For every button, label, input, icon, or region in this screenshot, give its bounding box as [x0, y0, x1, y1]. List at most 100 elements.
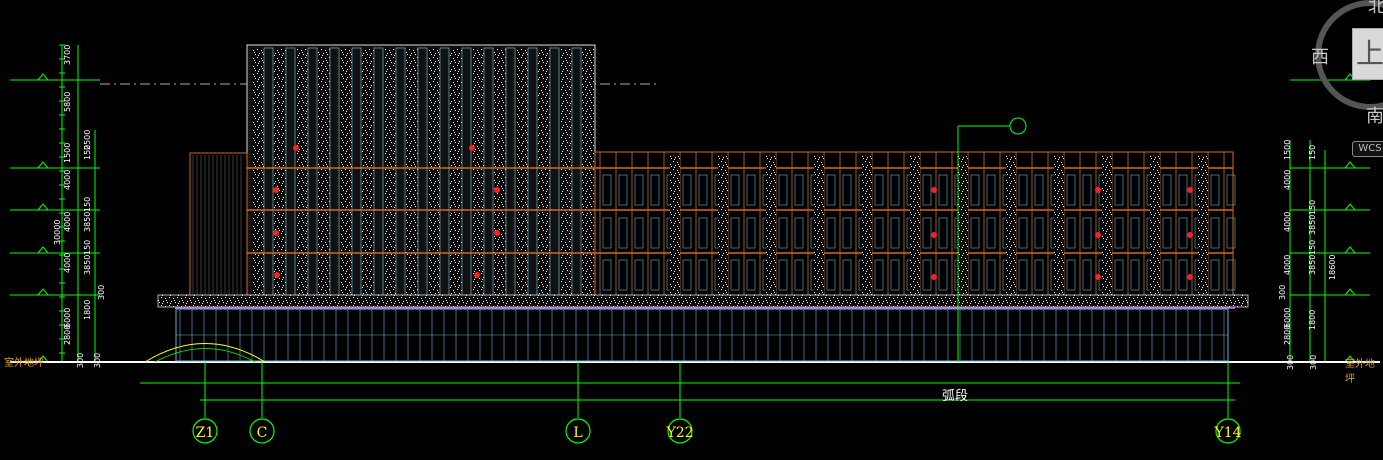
wing-speckle	[910, 155, 920, 295]
speckle-panel	[582, 48, 594, 296]
dim-text: 2800	[1283, 325, 1292, 345]
building-elevation	[10, 44, 1380, 363]
speckle-panel	[362, 48, 374, 296]
axis-label: C	[257, 425, 268, 441]
dim-text: 3850	[83, 212, 92, 232]
wing-window	[1114, 174, 1124, 206]
dim-total: 30000	[53, 220, 62, 245]
level-marker	[36, 203, 50, 211]
wing-speckle	[1102, 155, 1112, 295]
wing-window	[650, 174, 660, 206]
axis-bubble	[249, 418, 275, 444]
wing-window	[842, 174, 852, 206]
viewcube-north-label[interactable]: 北	[1368, 0, 1383, 17]
viewcube-south-label[interactable]: 南	[1366, 106, 1383, 127]
viewcube-west-label[interactable]: 西	[1311, 47, 1329, 68]
dim-total: 18600	[1328, 255, 1337, 280]
wing-speckle	[1054, 155, 1064, 295]
viewcube[interactable]	[1300, 0, 1383, 160]
speckle-panel	[538, 48, 550, 296]
wing-window	[1066, 259, 1076, 291]
wing-window	[778, 217, 788, 249]
wing-window	[986, 217, 996, 249]
wing-window	[842, 217, 852, 249]
marker-dot	[494, 230, 500, 236]
dim-text: 4000	[1283, 170, 1292, 190]
speckle-panel	[318, 48, 330, 296]
wing-window	[778, 174, 788, 206]
wing-window	[986, 259, 996, 291]
wing-window	[1082, 259, 1092, 291]
level-marker	[1343, 161, 1357, 169]
dim-text: 3850	[1308, 255, 1317, 275]
marker-dot	[1095, 232, 1101, 238]
level-marker	[1343, 203, 1357, 211]
speckle-panel	[384, 48, 396, 296]
viewcube-top-face[interactable]: 上	[1352, 28, 1383, 80]
marker-dot	[494, 187, 500, 193]
wcs-menu-button[interactable]: WCS	[1352, 141, 1383, 157]
wing-speckle	[1198, 155, 1208, 295]
wing-window	[730, 174, 740, 206]
wing-window	[746, 174, 756, 206]
wing-window	[682, 217, 692, 249]
wing-speckle	[670, 155, 680, 295]
wing-window	[1162, 259, 1172, 291]
wing-window	[730, 217, 740, 249]
dim-text: 6000	[63, 308, 72, 328]
dim-text: 150	[1308, 200, 1317, 215]
wing-speckle	[814, 155, 824, 295]
wing-window	[986, 174, 996, 206]
wing-window	[698, 259, 708, 291]
wing-window	[794, 217, 804, 249]
dim-text: 150	[83, 145, 92, 160]
dim-text: 300	[1286, 355, 1295, 370]
wing-window	[778, 259, 788, 291]
marker-dot	[273, 187, 279, 193]
wing-window	[1082, 217, 1092, 249]
speckle-panel	[560, 48, 572, 296]
wing-window	[1226, 259, 1236, 291]
dim-text: 300	[1278, 285, 1287, 300]
wing-window	[922, 174, 932, 206]
speckle-panel	[472, 48, 484, 296]
wing-window	[618, 259, 628, 291]
wing-window	[682, 259, 692, 291]
axis-bubble	[1215, 418, 1241, 444]
dim-text: 150	[83, 197, 92, 212]
wing-speckle	[1150, 155, 1160, 295]
wing-window	[1018, 174, 1028, 206]
level-marker	[36, 73, 50, 81]
dim-text: 1800	[1308, 310, 1317, 330]
dim-text: 3850	[83, 255, 92, 275]
wing-window	[1114, 259, 1124, 291]
level-marker	[36, 246, 50, 254]
marker-dot	[1095, 274, 1101, 280]
wing-window	[1210, 259, 1220, 291]
marker-dot	[931, 274, 937, 280]
wing-window	[1066, 217, 1076, 249]
dim-text: 3850	[1308, 215, 1317, 235]
speckle-panel	[494, 48, 506, 296]
wing-window	[922, 259, 932, 291]
level-marker	[36, 161, 50, 169]
wing-window	[938, 259, 948, 291]
dim-text: 300	[1309, 355, 1318, 370]
dim-text: 3700	[63, 45, 72, 65]
level-marker	[1343, 246, 1357, 254]
wing-window	[826, 217, 836, 249]
marker-dot	[1095, 187, 1101, 193]
wing-window	[1178, 259, 1188, 291]
dim-text: 4000	[63, 212, 72, 232]
speckle-panel	[340, 48, 352, 296]
marker-dot	[1187, 232, 1193, 238]
marker-dot	[1187, 274, 1193, 280]
wing-window	[730, 259, 740, 291]
wing-window	[970, 217, 980, 249]
wing-window	[970, 174, 980, 206]
dim-text: 300	[93, 353, 102, 368]
marker-dot	[931, 187, 937, 193]
dim-text: 5800	[63, 92, 72, 112]
